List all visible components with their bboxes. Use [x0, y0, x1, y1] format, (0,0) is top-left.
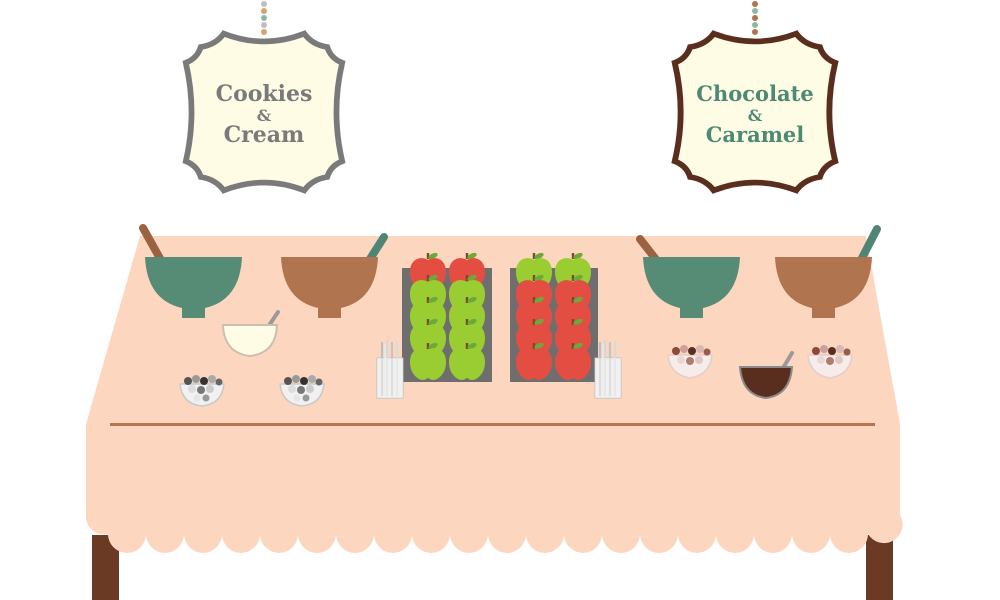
- left-sign-line2: Cream: [224, 122, 305, 148]
- right-sign: Chocolate & Caramel: [675, 1, 835, 190]
- green-mixing-bowl-right: [636, 235, 740, 318]
- green-apple-tray: [402, 251, 492, 382]
- red-apple-tray: [510, 251, 598, 382]
- left-sign-line1: Cookies: [216, 81, 313, 107]
- mixing-bowl-icon: [643, 257, 740, 318]
- cookie-crumble-bowl-1: [179, 375, 225, 407]
- mixing-bowl-icon: [145, 257, 242, 318]
- left-sign: Cookies & Cream: [186, 1, 342, 190]
- right-sign-chain: [752, 1, 758, 35]
- toffee-topping-bowl: [807, 345, 853, 379]
- caramel-sauce-bowl: [738, 351, 794, 400]
- table-edge-stripe: [110, 423, 875, 426]
- right-sign-amp: &: [748, 106, 763, 125]
- sauce-bowl-icon: [221, 324, 279, 358]
- mixing-bowl-icon: [281, 257, 378, 318]
- mixing-bowl-icon: [775, 257, 872, 318]
- brown-mixing-bowl-left: [281, 233, 388, 318]
- cookie-crumble-bowl-2: [279, 375, 325, 407]
- spoon-icon: [139, 224, 166, 266]
- cream-dip-bowl: [221, 310, 280, 358]
- left-sign-amp: &: [257, 106, 272, 125]
- right-sign-line2: Caramel: [706, 122, 805, 147]
- green-mixing-bowl-left: [139, 224, 242, 318]
- brown-mixing-bowl-right: [775, 225, 881, 318]
- chocolate-topping-bowl: [667, 345, 713, 379]
- sauce-bowl-icon: [738, 366, 794, 400]
- right-sign-line1: Chocolate: [696, 81, 813, 106]
- left-sign-chain: [261, 1, 267, 35]
- spoon-icon: [858, 225, 881, 262]
